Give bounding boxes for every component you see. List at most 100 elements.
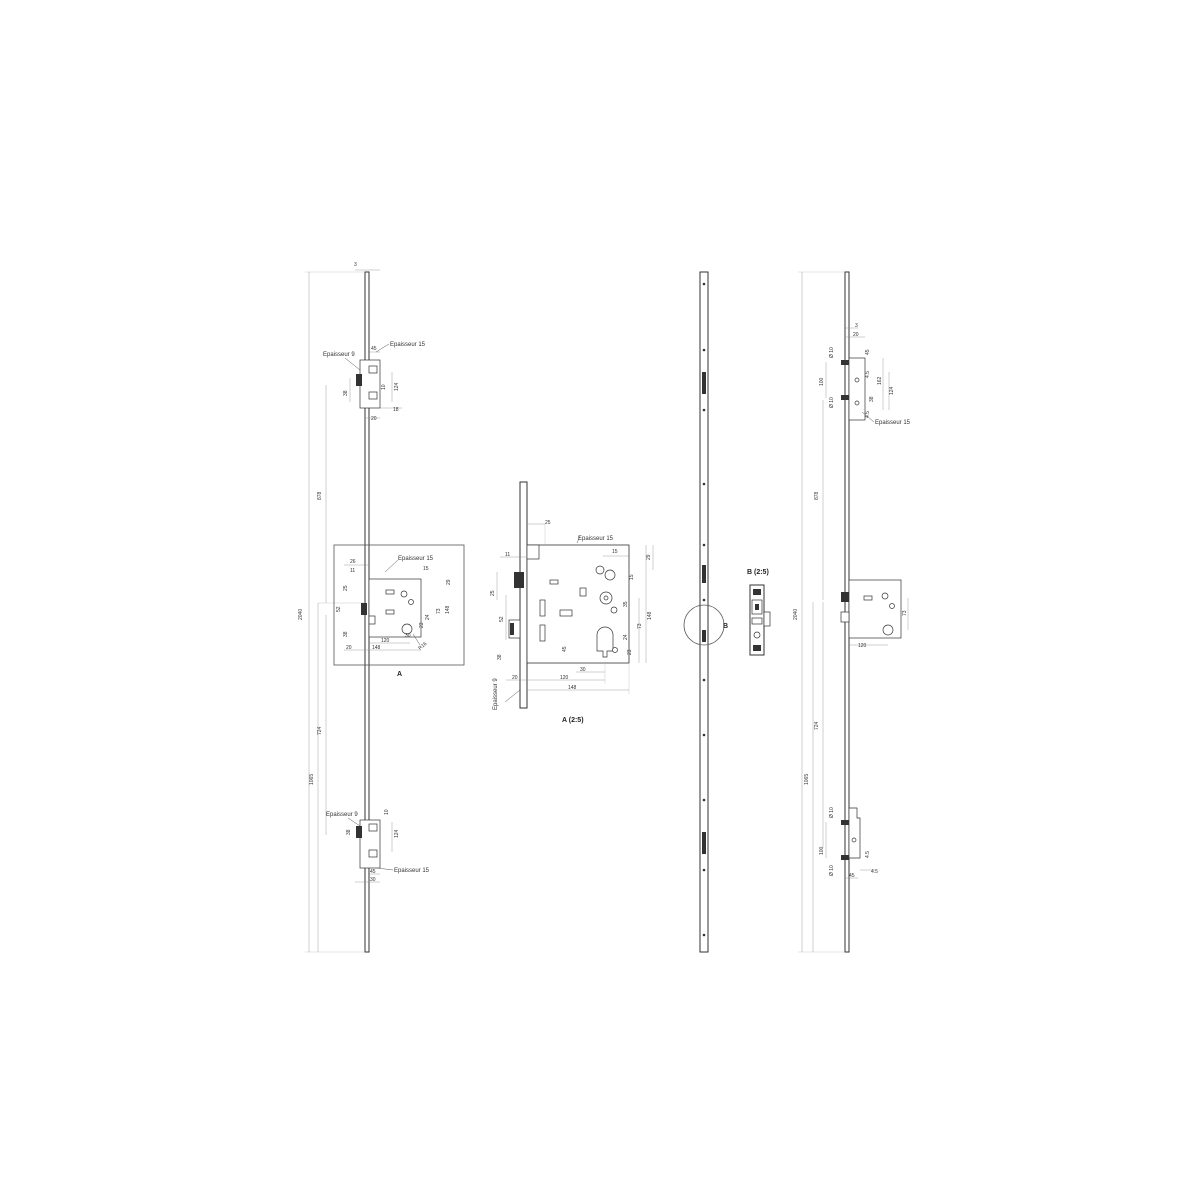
right-dim-total-height: 2040 <box>793 609 799 620</box>
detail-a-label-thick15: Epaisseur 15 <box>578 536 614 542</box>
left-bottom-dim-45: 45 <box>370 869 376 875</box>
detail-b-title: B (2:5) <box>747 569 769 576</box>
left-bottom-dim-124: 124 <box>394 829 400 838</box>
detail-a-dim-15b: 15 <box>629 574 635 580</box>
right-bottom-dim-10b: Ø 10 <box>829 865 835 876</box>
right-top-dim-10a: Ø 10 <box>829 347 835 358</box>
left-top-dim-38: 38 <box>343 390 349 396</box>
left-dim-lower-total: 1065 <box>309 774 315 785</box>
right-dim-upper-span: 878 <box>814 491 820 500</box>
right-top-lock: 3 20 45 Ø 10 100 4.5 162 Ø 10 38 124 4.5… <box>819 323 911 426</box>
right-bottom-dim-10a: Ø 10 <box>829 807 835 818</box>
detail-a-dim-148: 148 <box>647 611 653 620</box>
left-bottom-label-thick9: Epaisseur 9 <box>326 812 358 818</box>
detail-a-title: A (2:5) <box>562 717 584 724</box>
left-center-radius: R16 <box>417 641 428 652</box>
right-bottom-dim-4-5b: 4.5 <box>871 869 878 875</box>
right-top-dim-124: 124 <box>889 386 895 395</box>
left-dim-top-offset: 3 <box>354 262 357 268</box>
detail-a-dim-25: 25 <box>490 590 496 596</box>
detail-a-dim-29: 29 <box>646 554 652 560</box>
detail-b-circle <box>683 604 725 646</box>
detail-a-dim-52: 52 <box>499 616 505 622</box>
detail-a-callout: A <box>397 671 402 678</box>
left-center-dim-20: 20 <box>346 645 352 651</box>
detail-b-view: B (2:5) <box>747 569 771 656</box>
left-center-dim-30: 30 <box>405 633 411 639</box>
left-top-lock: 45 Epaisseur 15 Epaisseur 9 38 124 10 18… <box>323 342 426 422</box>
front-edge-view: B <box>683 271 728 953</box>
detail-b-callout: B <box>723 623 728 630</box>
right-top-label-thick15: Epaisseur 15 <box>875 420 911 426</box>
detail-a-dim-35: 35 <box>623 601 629 607</box>
left-top-label-thick9: Epaisseur 9 <box>323 352 355 358</box>
left-center-dim-26: 26 <box>350 559 356 565</box>
left-center-dim-15: 15 <box>423 566 429 572</box>
left-center-dim-148v: 148 <box>445 605 451 614</box>
left-bottom-dim-30: 30 <box>370 877 376 883</box>
left-dim-lower-span: 724 <box>317 726 323 735</box>
left-dim-total-height: 2040 <box>298 609 304 620</box>
left-center-dim-24: 24 <box>425 614 431 620</box>
detail-a-cylinder-cutout <box>596 626 614 658</box>
detail-a-view: 25 Epaisseur 15 11 15 29 25 15 35 148 52… <box>490 481 654 724</box>
left-center-label-thick15: Epaisseur 15 <box>398 556 434 562</box>
left-center-dim-11: 11 <box>350 568 355 574</box>
left-center-dim-23: 23 <box>419 622 425 628</box>
detail-a-dim-73: 73 <box>637 623 643 629</box>
detail-a-dim-11: 11 <box>505 552 510 558</box>
left-center-dim-29: 29 <box>446 579 452 585</box>
left-bottom-dim-38: 38 <box>346 829 352 835</box>
right-top-dim-45: 45 <box>865 349 871 355</box>
detail-a-dim-120: 120 <box>560 675 569 681</box>
detail-a-dim-15a: 15 <box>612 549 618 555</box>
detail-a-dim-24: 24 <box>623 634 629 640</box>
right-top-dim-20: 20 <box>853 332 859 338</box>
right-top-dim-162: 162 <box>877 376 883 385</box>
detail-a-frame <box>333 544 465 666</box>
left-center-dim-25: 25 <box>343 585 349 591</box>
left-top-dim-20: 20 <box>371 416 377 422</box>
left-top-dim-45: 45 <box>371 346 377 352</box>
right-center-dim-120: 120 <box>858 643 867 649</box>
right-dim-lower-span: 724 <box>814 721 820 730</box>
left-center-dim-73: 73 <box>436 608 442 614</box>
detail-a-dim-148h: 148 <box>568 685 577 691</box>
detail-a-label-thick9: Epaisseur 9 <box>493 678 499 710</box>
detail-a-dim-20: 20 <box>512 675 518 681</box>
right-top-dim-38: 38 <box>869 396 875 402</box>
front-faceplate <box>699 271 709 953</box>
left-center-dim-52: 52 <box>336 606 342 612</box>
detail-a-dim-23: 23 <box>627 649 633 655</box>
right-profile-view: 2040 878 724 1065 3 20 45 Ø 10 100 4.5 1… <box>793 271 911 953</box>
left-center-dim-120: 120 <box>381 638 390 644</box>
right-top-dim-3: 3 <box>855 323 858 329</box>
right-dim-lower-total: 1065 <box>804 774 810 785</box>
left-top-label-thick15: Epaisseur 15 <box>390 342 426 348</box>
left-center-lock: Epaisseur 15 26 11 15 25 29 52 24 73 148… <box>336 556 452 652</box>
left-bottom-dim-10: 10 <box>384 809 390 815</box>
left-top-dim-124: 124 <box>394 382 400 391</box>
left-center-dim-38: 38 <box>343 631 349 637</box>
right-center-lock: 73 120 <box>840 579 909 649</box>
right-top-dim-100: 100 <box>819 377 825 386</box>
right-bottom-dim-4-5a: 4.5 <box>865 851 871 858</box>
detail-a-dim-25top: 25 <box>545 520 551 526</box>
right-bottom-lock: Ø 10 100 Ø 10 4.5 45 4.5 <box>819 807 878 879</box>
detail-a-faceplate <box>519 481 528 709</box>
left-dim-upper-span: 878 <box>317 491 323 500</box>
right-top-dim-4-5a: 4.5 <box>865 371 871 378</box>
right-top-dim-4-5b: 4.5 <box>865 411 871 418</box>
right-bottom-dim-100: 100 <box>819 846 825 855</box>
left-top-dim-10: 10 <box>381 384 387 390</box>
detail-a-dim-45: 45 <box>562 646 568 652</box>
right-top-dim-10b: Ø 10 <box>829 397 835 408</box>
left-bottom-label-thick15: Epaisseur 15 <box>394 868 430 874</box>
detail-a-dim-38: 38 <box>497 654 503 660</box>
detail-a-dim-30: 30 <box>580 667 586 673</box>
left-center-dim-148h: 148 <box>372 645 381 651</box>
right-center-dim-73: 73 <box>902 610 908 616</box>
right-bottom-dim-45: 45 <box>849 873 855 879</box>
left-bottom-lock: Epaisseur 9 10 38 124 45 Epaisseur 15 30 <box>326 809 430 883</box>
